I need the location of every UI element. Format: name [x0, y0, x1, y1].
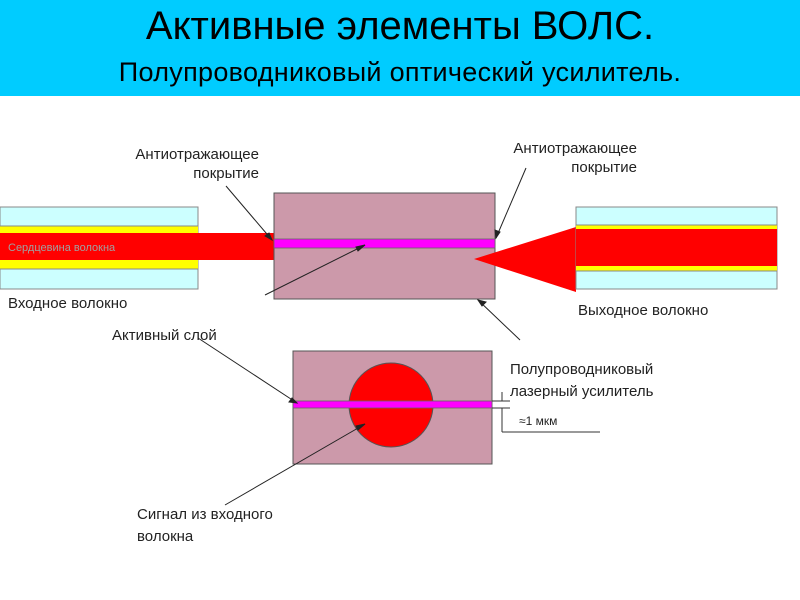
ar-coating-right-line2: покрытие: [571, 159, 637, 176]
input-signal-line1: Сигнал из входного: [137, 506, 273, 523]
leader-active-layer-bottom: [197, 337, 298, 404]
soa-label-line2: лазерный усилитель: [510, 383, 654, 400]
output-fiber: [575, 206, 778, 290]
soa-label-line1: Полупроводниковый: [510, 361, 654, 378]
thickness-label: ≈1 мкм: [519, 414, 558, 428]
input-signal-line2: волокна: [137, 528, 194, 545]
leader-input-signal: [224, 423, 366, 506]
title-bar: Активные элементы ВОЛС. Полупроводниковы…: [0, 0, 800, 96]
input-fiber-label: Входное волокно: [8, 295, 128, 312]
input-signal-label: Сигнал из входного волокна: [137, 505, 273, 546]
soa-label: Полупроводниковый лазерный усилитель: [510, 360, 653, 401]
active-layer-label: Активный слой: [112, 327, 217, 344]
ar-coating-left-line2: покрытие: [193, 165, 259, 182]
ar-coating-left-label: Антиотражающее покрытие: [92, 145, 259, 183]
ar-coating-right-label: Антиотражающее покрытие: [470, 139, 637, 177]
ar-coating-left-line1: Антиотражающее: [135, 146, 259, 163]
output-fiber-label: Выходное волокно: [578, 302, 709, 319]
input-fiber: [0, 206, 276, 290]
leader-soa: [477, 299, 521, 341]
slide-subtitle: Полупроводниковый оптический усилитель.: [118, 57, 682, 87]
leader-active-layer-top: [264, 244, 366, 296]
ar-coating-right-line1: Антиотражающее: [513, 140, 637, 157]
output-fiber-core: [576, 229, 777, 266]
active-layer-front: [292, 400, 493, 409]
leader-ar-right: [495, 167, 527, 239]
active-layer-side: [273, 238, 496, 249]
output-beam: [474, 227, 576, 292]
slide-title: Активные элементы ВОЛС.: [145, 4, 655, 48]
thickness-marker: [492, 392, 600, 433]
input-fiber-core: [0, 233, 276, 260]
leader-ar-left: [225, 185, 273, 241]
fiber-core-label: Сердцевина волокна: [8, 242, 116, 254]
